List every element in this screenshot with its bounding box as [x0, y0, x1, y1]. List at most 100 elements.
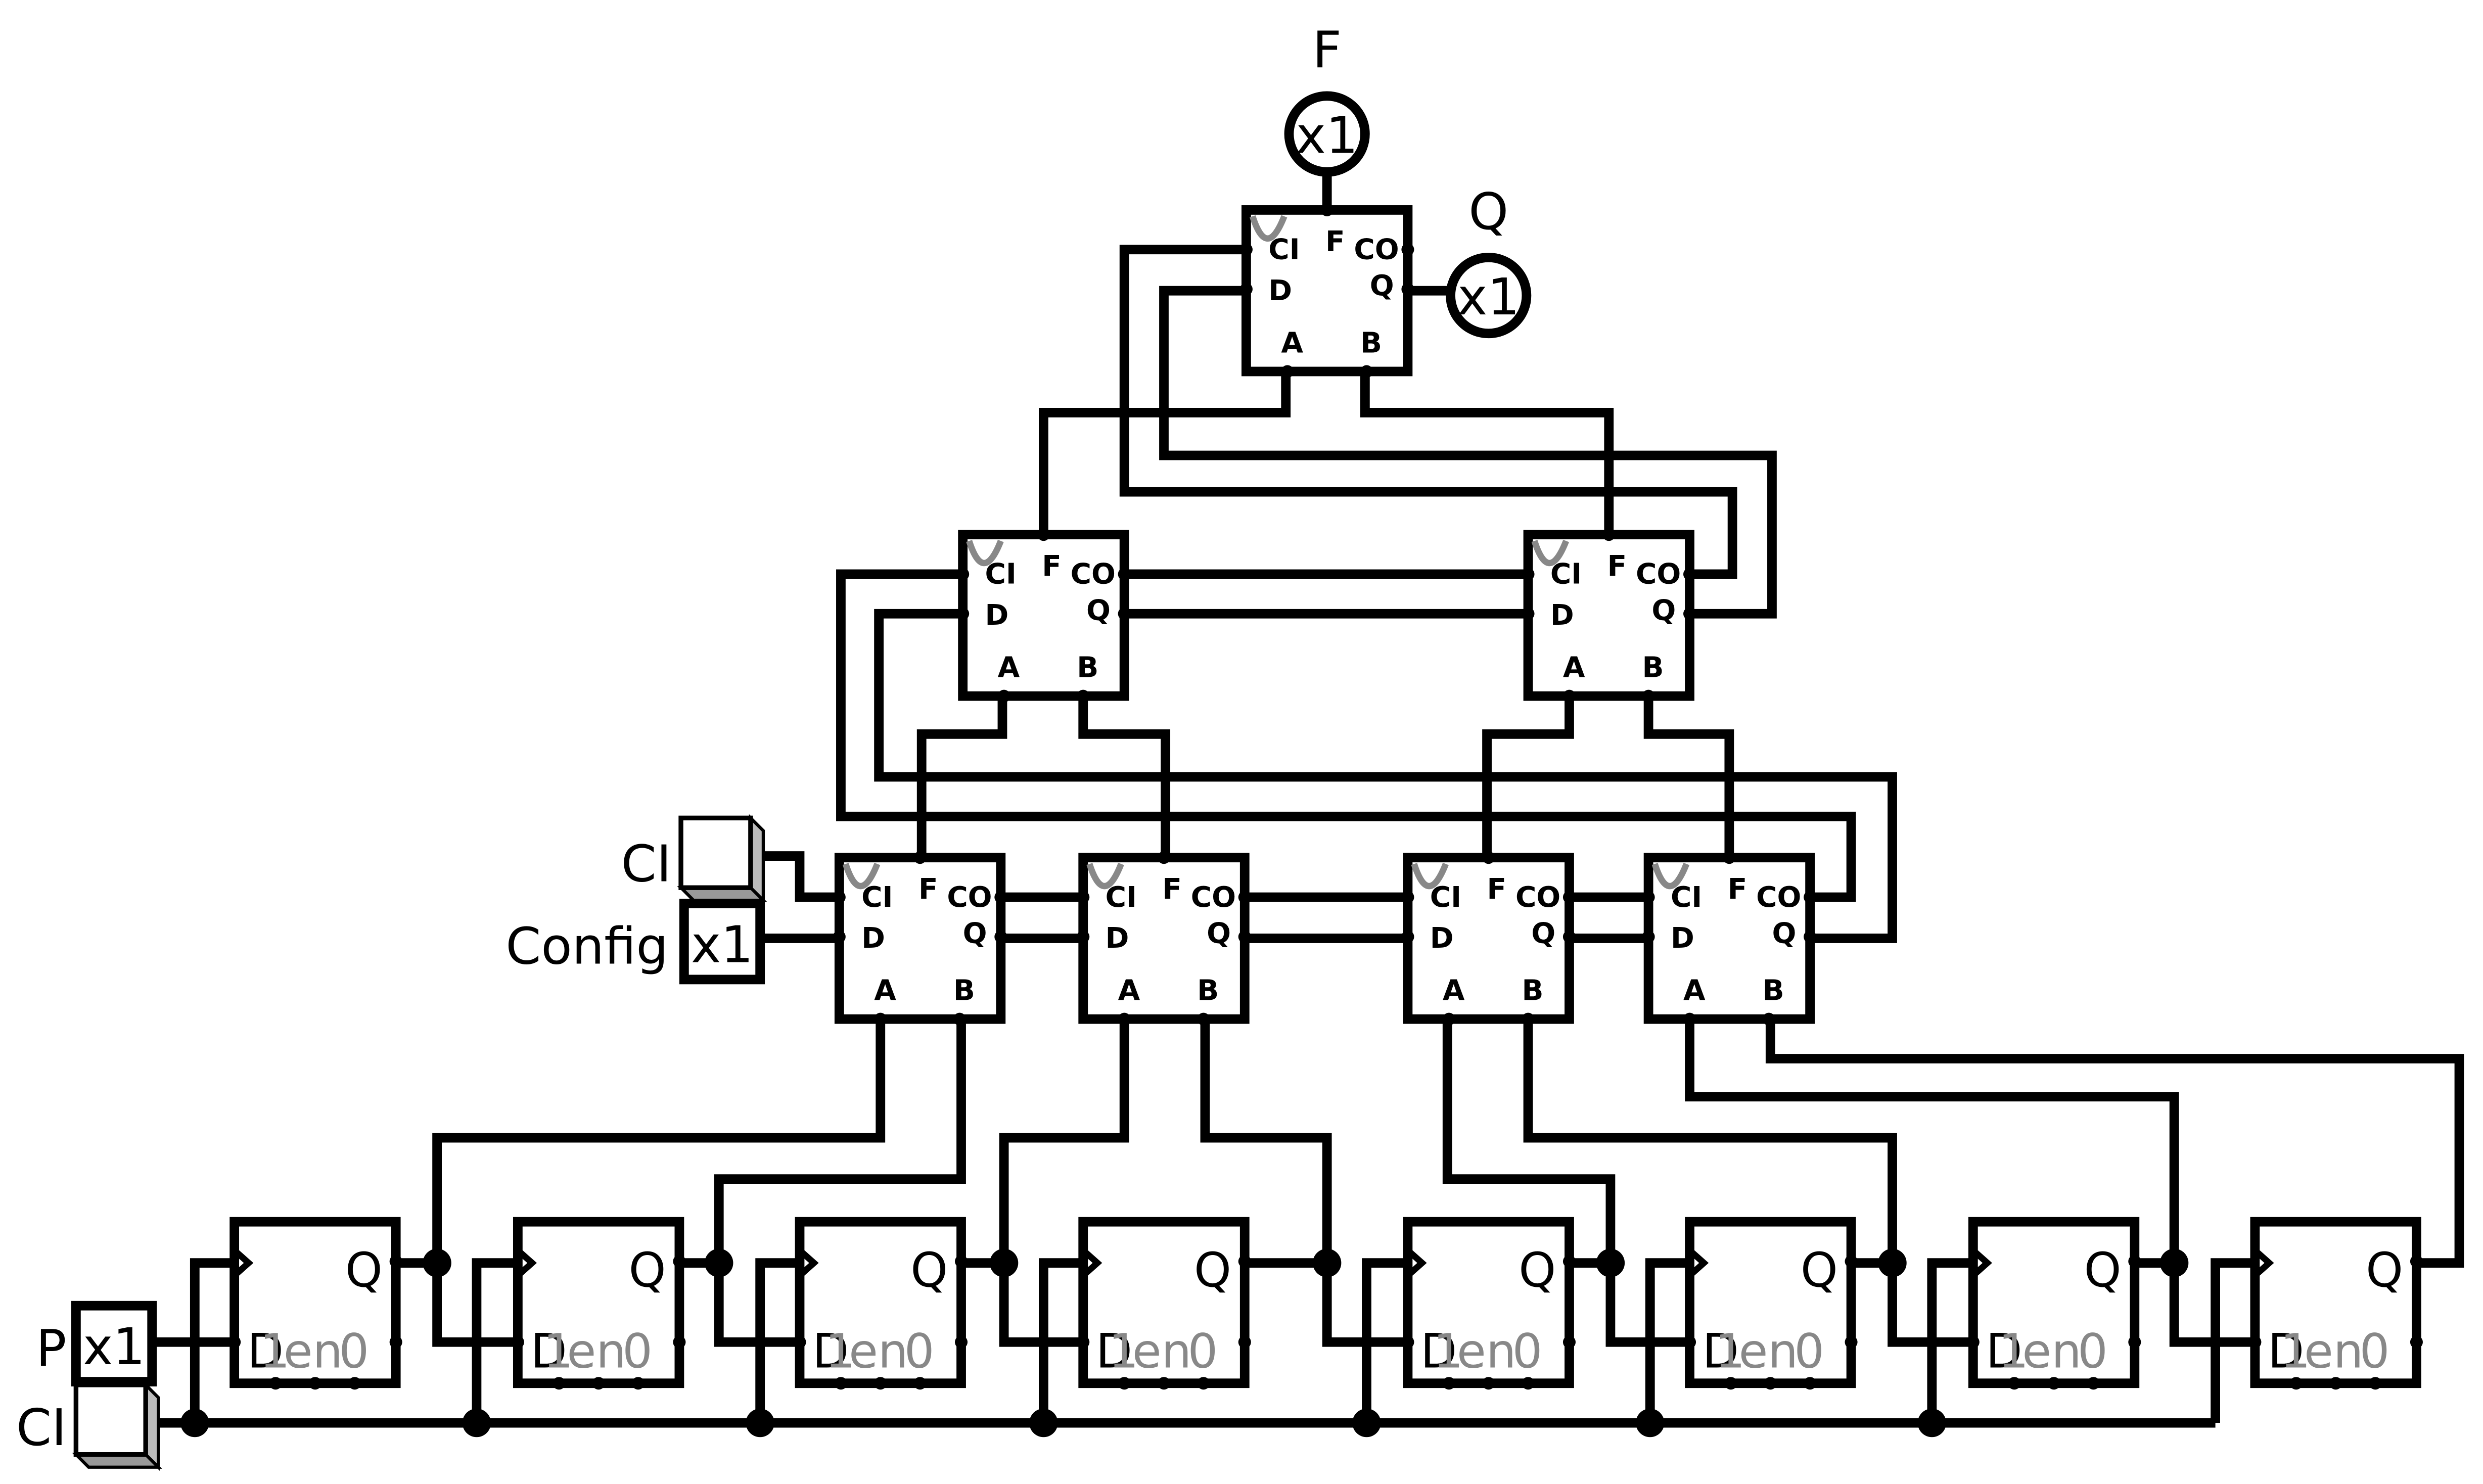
pin-dot — [1442, 1377, 1455, 1390]
pin-dot — [1642, 891, 1655, 904]
pin-dot — [1320, 203, 1334, 216]
wire-ff-clock-0 — [190, 1258, 235, 1423]
alu-pin-b: B — [1642, 652, 1664, 684]
output-x1: x1 — [1457, 267, 1520, 327]
pin-dot — [954, 1255, 968, 1268]
pin-dot — [1281, 365, 1294, 378]
pin-dot — [1401, 1335, 1414, 1349]
input-ci-bottom: CI — [16, 1381, 162, 1471]
wire-bus-7 — [1685, 1021, 2179, 1263]
wire-ff-clock-3 — [1039, 1258, 1083, 1423]
pin-dot — [389, 1255, 402, 1268]
pin-dot — [2087, 1377, 2100, 1390]
pin-dot — [793, 1335, 806, 1349]
alu-pin-co: CO — [1636, 558, 1681, 591]
output-label: Q — [1468, 182, 1508, 241]
alu-pin-a: A — [1118, 975, 1140, 1007]
pin-dot — [913, 1377, 927, 1390]
wire-top-d — [1159, 286, 1777, 619]
alu-clock-arc — [1249, 215, 1288, 242]
input-box — [679, 899, 765, 985]
wire-ff-clock-5 — [1645, 1258, 1690, 1423]
wire-ff-chain-4 — [1605, 1263, 1690, 1347]
ff-pin-zero: 0 — [339, 1324, 369, 1379]
wire-ff-chain-5 — [1888, 1263, 1973, 1347]
ff-pin-one: 1 — [543, 1324, 574, 1379]
pin-dot — [228, 1335, 241, 1349]
ff-pin-q: Q — [1801, 1243, 1838, 1298]
ff-pin-q: Q — [2366, 1243, 2403, 1298]
pin-dot — [1562, 930, 1576, 943]
alu-pin-b: B — [953, 975, 975, 1007]
wires — [152, 172, 2464, 1428]
wire-ff-chain-2 — [999, 1263, 1083, 1347]
junction-dot — [1917, 1408, 1947, 1437]
alu-pin-a: A — [1281, 327, 1303, 359]
alu-pin-co: CO — [1756, 881, 1801, 914]
alu-pin-d: D — [1268, 274, 1292, 307]
pin-dot — [1562, 689, 1576, 703]
pin-dot — [1118, 607, 1131, 620]
input-x1: x1 — [691, 915, 753, 974]
ff-pin-d: D — [1096, 1324, 1132, 1379]
pin-dot — [1118, 1377, 1131, 1390]
pin-dot — [1642, 930, 1655, 943]
wire-mid-l-a — [916, 696, 1007, 858]
pin-dot — [1360, 365, 1373, 378]
wire-bus-3 — [999, 1021, 1129, 1263]
input-label: Config — [505, 917, 668, 976]
output-label: F — [1312, 20, 1342, 79]
pin-dot — [874, 1012, 887, 1026]
alu-clock-arc — [1651, 862, 1690, 890]
alu-pin-q: Q — [1207, 917, 1231, 950]
wire-ff-chain-0 — [432, 1263, 518, 1347]
pin-dot — [1401, 283, 1414, 296]
cube-face — [678, 815, 753, 890]
ff-pin-one: 1 — [1433, 1324, 1463, 1379]
alu-pin-f: F — [1042, 550, 1062, 583]
pin-dot — [1238, 1255, 1251, 1268]
output-q: x1 Q — [1446, 182, 1532, 339]
pin-dot — [553, 1377, 566, 1390]
ff-pin-one: 1 — [2280, 1324, 2311, 1379]
ff-pin-zero: 0 — [1512, 1324, 1543, 1379]
pin-dot — [913, 851, 927, 864]
input-label: CI — [621, 834, 672, 894]
alu-pin-a: A — [1563, 652, 1585, 684]
ff-clock-marker — [232, 1247, 254, 1278]
wire-bus-4 — [1200, 1021, 1332, 1263]
pin-dot — [1238, 1335, 1251, 1349]
pin-dot — [2329, 1377, 2342, 1390]
pin-dot — [1804, 1377, 1817, 1390]
alu-clock-arc — [1531, 539, 1570, 567]
pin-dot — [1522, 607, 1535, 620]
alu-pin-d: D — [1430, 922, 1454, 955]
ff-pin-one: 1 — [1109, 1324, 1139, 1379]
junction-dot — [180, 1408, 209, 1437]
pin-dot — [592, 1377, 605, 1390]
pin-dot — [2128, 1255, 2141, 1268]
pin-dot — [1562, 1255, 1576, 1268]
pin-dot — [1157, 851, 1171, 864]
pin-dot — [2410, 1255, 2423, 1268]
alu-pin-b: B — [1360, 327, 1382, 359]
cube-face — [73, 1382, 148, 1457]
wire-ff-chain-1 — [714, 1263, 800, 1347]
pin-dot — [1077, 891, 1090, 904]
junction-dots — [180, 1248, 2189, 1437]
pin-dot — [1197, 1377, 1210, 1390]
junction-dot — [1636, 1408, 1665, 1437]
junction-dot — [705, 1248, 733, 1277]
wire-ff-clock-1 — [472, 1258, 518, 1423]
wire-ff-clock-7 — [2211, 1258, 2255, 1423]
alu-clock-arc — [1411, 862, 1449, 890]
pin-dot — [956, 568, 970, 581]
alu-pin-co: CO — [1354, 234, 1399, 266]
